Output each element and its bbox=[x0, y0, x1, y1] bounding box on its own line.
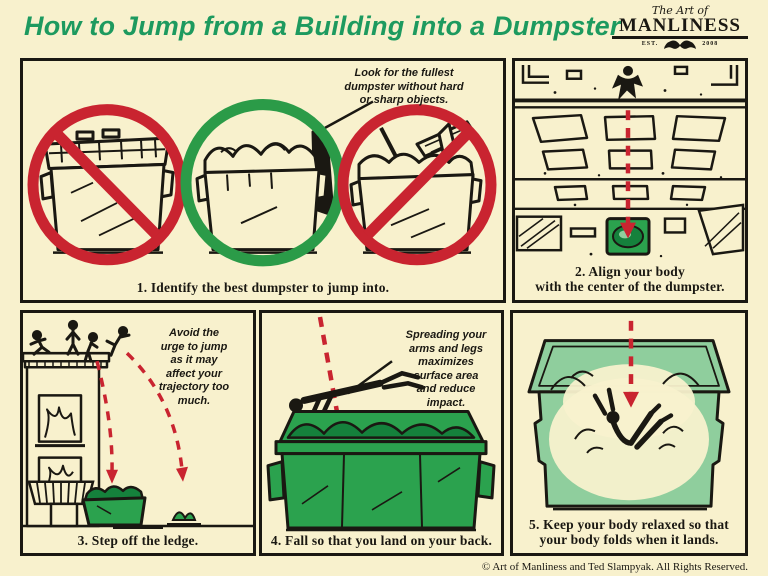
dashed-arrow-icon bbox=[620, 110, 636, 239]
art-of-manliness-logo: The Art of MANLINESS EST. 2008 bbox=[606, 5, 754, 51]
panel-step-3: Avoid the urge to jump as it may affect … bbox=[20, 310, 256, 556]
copyright-notice: © Art of Manliness and Ted Slampyak. All… bbox=[481, 561, 748, 573]
page-title: How to Jump from a Building into a Dumps… bbox=[24, 11, 621, 41]
fall-on-back-illustration bbox=[266, 316, 496, 532]
logo-tagline: The Art of bbox=[651, 4, 709, 17]
dashed-arrow-icon bbox=[623, 320, 639, 408]
caption-step-4: 4. Fall so that you land on your back. bbox=[270, 533, 493, 548]
dumpster-comparison-illustration bbox=[27, 99, 497, 267]
caption-step-1: 1. Identify the best dumpster to jump in… bbox=[136, 280, 390, 295]
logo-year-label: 2008 bbox=[702, 41, 719, 47]
trajectory-dashed-arrows bbox=[95, 351, 188, 484]
no-symbol-icon bbox=[337, 104, 497, 266]
caption-step-2: 2. Align your body with the center of th… bbox=[535, 264, 725, 294]
caption-step-3: 3. Step off the ledge. bbox=[77, 533, 199, 548]
logo-est-label: EST. bbox=[641, 41, 659, 47]
missed-landing-splat bbox=[167, 511, 201, 525]
panel-step-2: 2. Align your body with the center of th… bbox=[512, 58, 748, 303]
annotation-spread-arms-legs: Spreading your arms and legs maximizes s… bbox=[405, 329, 487, 409]
falling-person-figure bbox=[289, 370, 425, 418]
logo-name: MANLINESS bbox=[619, 15, 741, 36]
annotation-avoid-jumping: Avoid the urge to jump as it may affect … bbox=[158, 327, 230, 407]
jumper-figure bbox=[612, 65, 643, 101]
logo-established-row: EST. 2008 bbox=[606, 39, 754, 51]
mustache-icon bbox=[664, 40, 697, 49]
annotation-pointer-line bbox=[324, 100, 374, 130]
panel-step-1: Look for the fullest dumpster without ha… bbox=[20, 58, 506, 303]
aerial-alignment-illustration bbox=[515, 64, 745, 258]
logo-rule bbox=[612, 36, 748, 39]
rooftop-figures bbox=[29, 319, 131, 363]
panel-step-5: 5. Keep your body relaxed so that your b… bbox=[510, 310, 748, 556]
panel-step-4: Spreading your arms and legs maximizes s… bbox=[259, 310, 504, 556]
relaxed-landing-illustration bbox=[527, 320, 731, 511]
caption-step-5: 5. Keep your body relaxed so that your b… bbox=[529, 517, 729, 547]
dumpster-small bbox=[81, 485, 147, 527]
annotation-fullest-dumpster: Look for the fullest dumpster without ha… bbox=[344, 67, 464, 106]
step-off-ledge-illustration bbox=[23, 319, 253, 529]
landing-person-figure bbox=[592, 387, 674, 450]
full-soft-dumpster-illustration bbox=[195, 130, 335, 254]
dumpster-front-view bbox=[266, 409, 496, 532]
